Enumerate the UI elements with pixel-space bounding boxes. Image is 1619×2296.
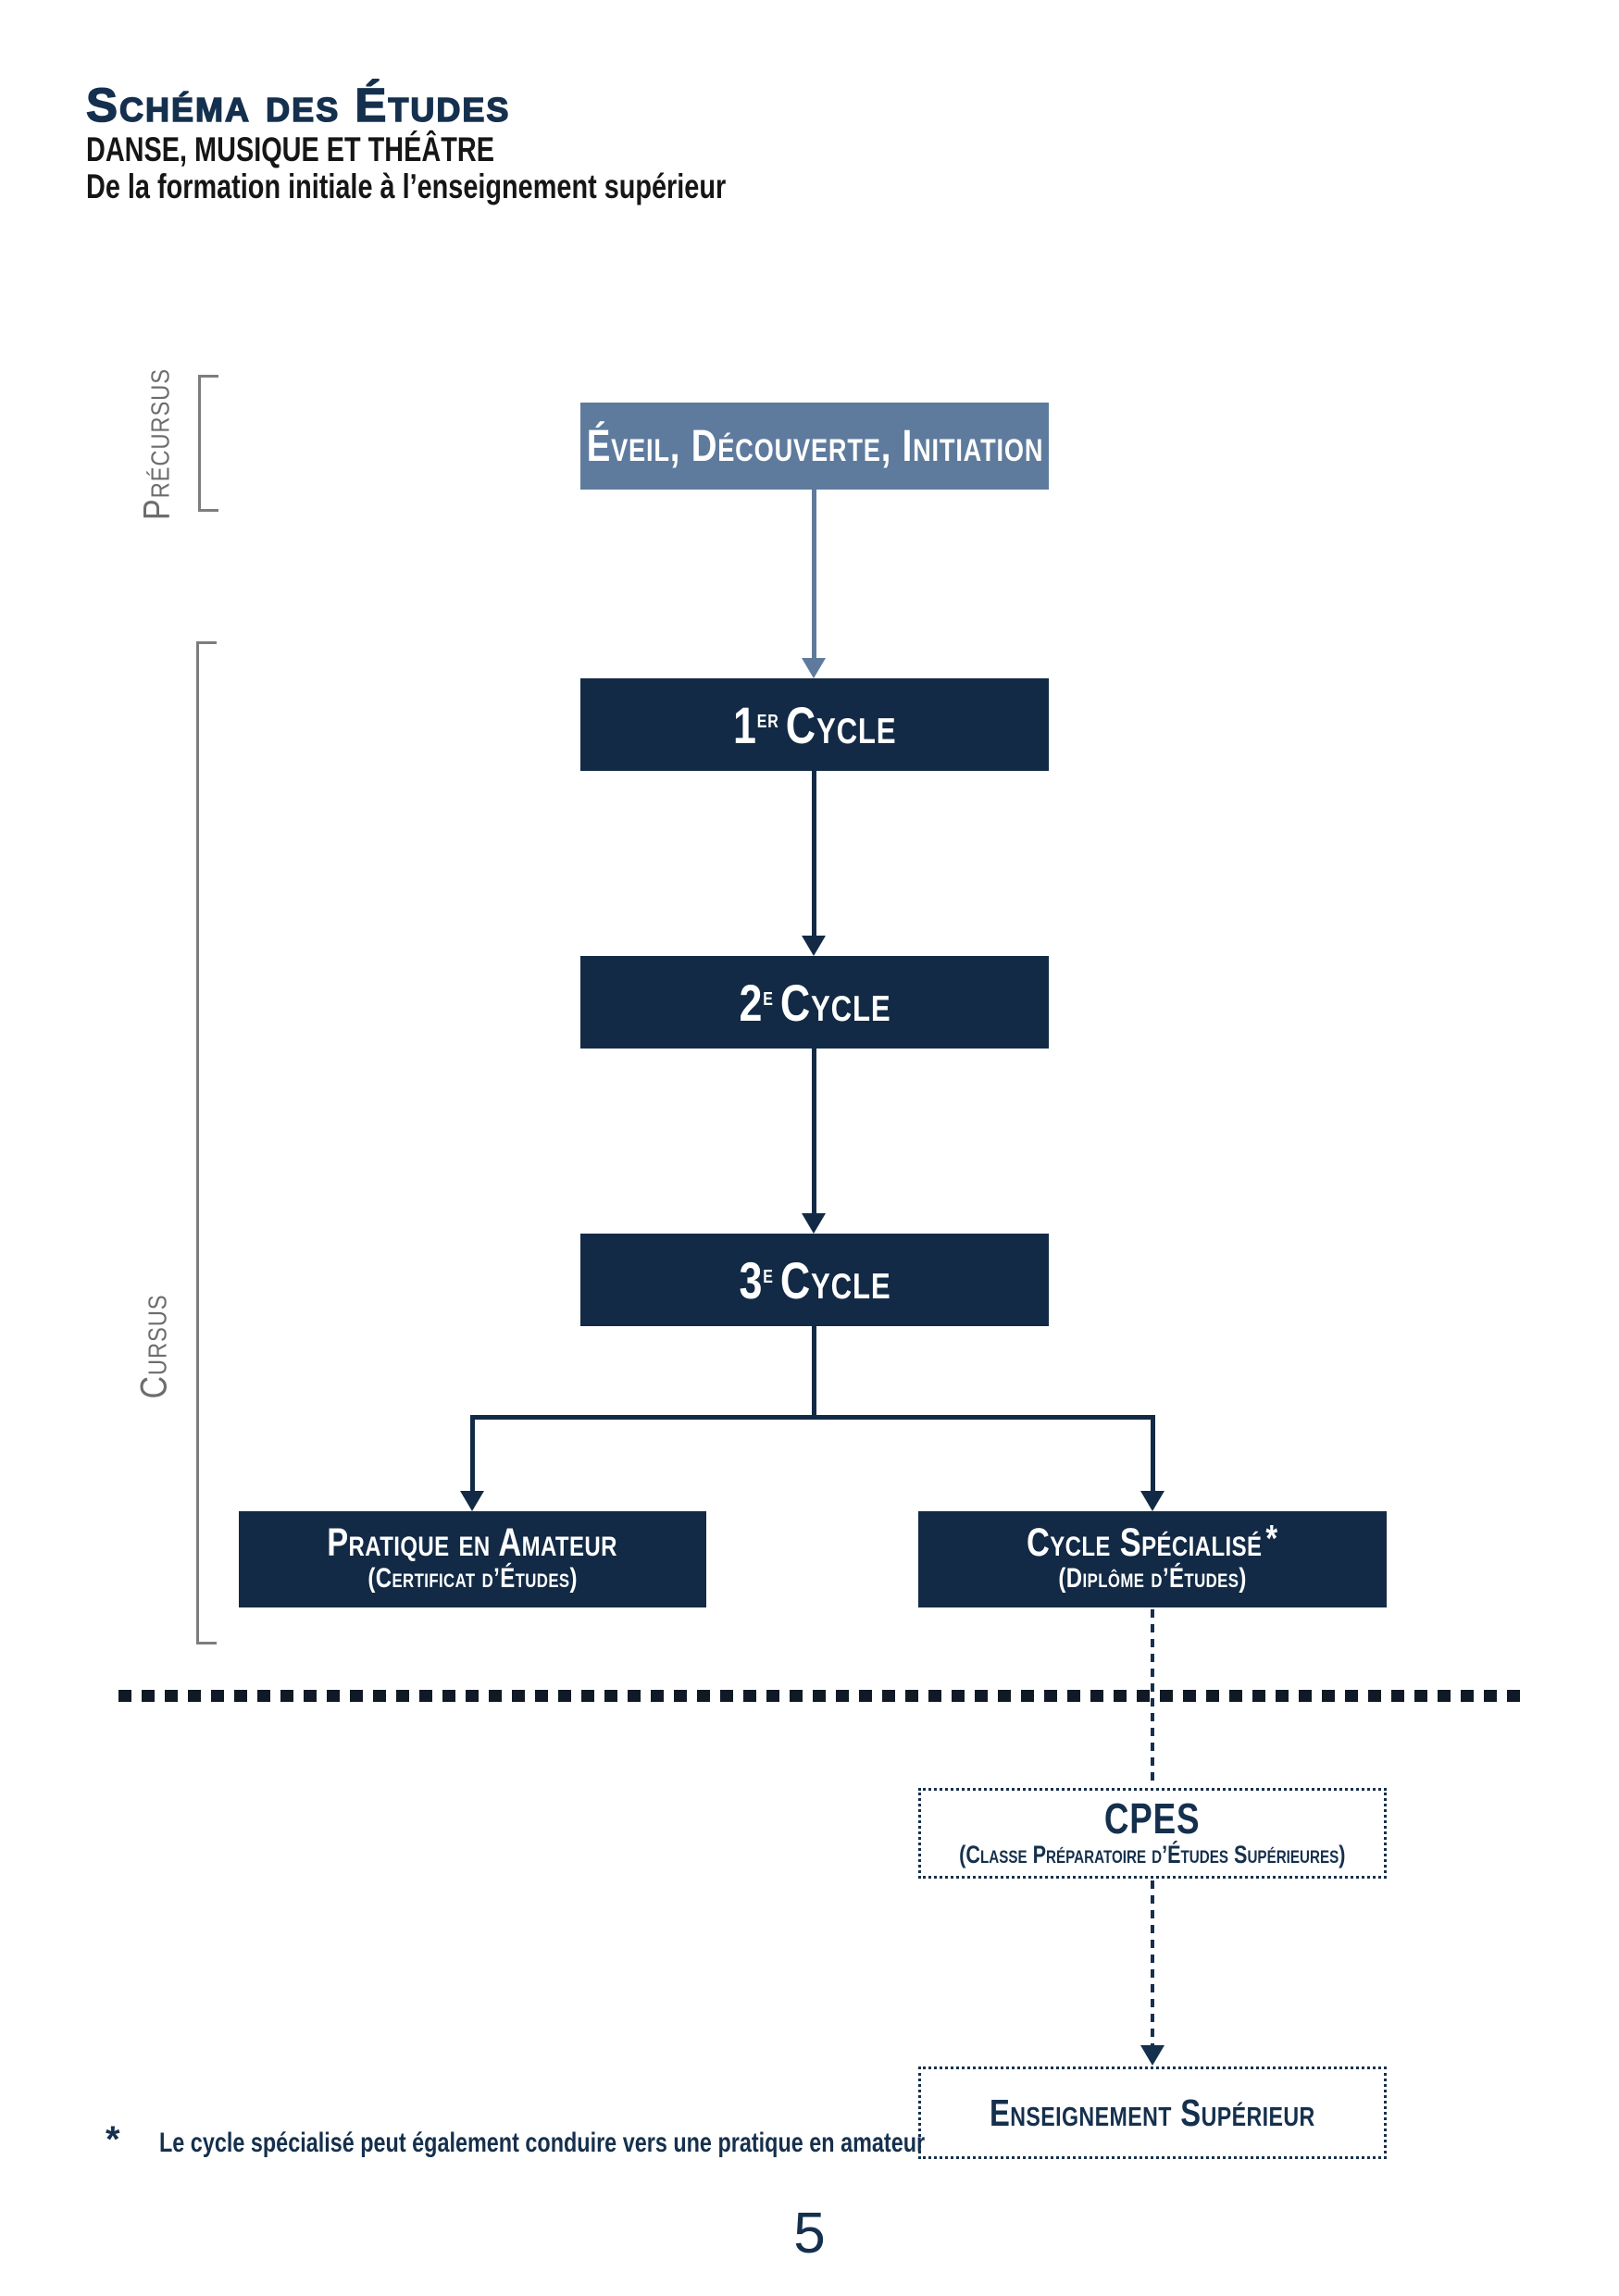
node-cpes: CPES (Classe Préparatoire d’Études Supér… <box>918 1788 1387 1879</box>
node-enseignement-superieur-title: Enseignement Supérieur <box>990 2091 1315 2134</box>
connector-cpes-superieur-arrowhead-icon <box>1140 2045 1164 2066</box>
connector-eveil-cycle1-shaft <box>812 488 816 660</box>
subtitle-line-2: De la formation initiale à l’enseignemen… <box>86 167 727 205</box>
precursus-bracket <box>198 375 218 512</box>
cycle-1-ordinal: er <box>756 704 779 735</box>
connector-cycle1-cycle2-arrowhead-icon <box>802 936 826 956</box>
node-pratique-amateur-subtitle: (Certificat d’Études) <box>367 1563 578 1595</box>
cycle-3-word: Cycle <box>779 1250 890 1309</box>
node-enseignement-superieur: Enseignement Supérieur <box>918 2066 1387 2159</box>
node-cycle-specialise: Cycle Spécialisé* (Diplôme d’Études) <box>918 1511 1387 1607</box>
node-cycle-specialise-title: Cycle Spécialisé <box>1027 1520 1263 1566</box>
cursus-bracket <box>196 641 217 1644</box>
cycle-1-word: Cycle <box>785 695 897 754</box>
connector-eveil-cycle1-arrowhead-icon <box>802 658 826 678</box>
node-cycle-specialise-asterisk: * <box>1265 1517 1278 1560</box>
section-separator <box>118 1690 1520 1702</box>
precursus-label: Précursus <box>136 368 178 520</box>
page-title: Schéma des Études <box>85 78 511 132</box>
connector-cycle2-cycle3-shaft <box>812 1049 816 1214</box>
node-pratique-amateur-title: Pratique en Amateur <box>327 1520 618 1566</box>
branch-right-drop <box>1151 1415 1155 1493</box>
footnote-marker: * <box>106 2119 120 2160</box>
subtitle-line-1: DANSE, MUSIQUE ET THÉÂTRE <box>86 130 494 168</box>
node-cycle-specialise-subtitle: (Diplôme d’Études) <box>1058 1563 1247 1595</box>
connector-cycle2-cycle3-arrowhead-icon <box>802 1213 826 1234</box>
cycle-2-num: 2 <box>739 973 763 1032</box>
branch-bar <box>470 1415 1155 1420</box>
cycle-3-num: 3 <box>739 1250 763 1309</box>
node-cpes-subtitle: (Classe Préparatoire d’Études Supérieure… <box>959 1840 1346 1868</box>
connector-cpes-superieur-dotted-shaft <box>1151 1880 1154 2047</box>
branch-left-arrowhead-icon <box>460 1491 484 1511</box>
connector-cycle1-cycle2-shaft <box>812 771 816 937</box>
page-number: 5 <box>793 2202 826 2265</box>
branch-right-arrowhead-icon <box>1140 1491 1164 1511</box>
branch-left-drop <box>470 1415 475 1493</box>
node-cpes-title: CPES <box>1104 1793 1201 1843</box>
page-subtitle: DANSE, MUSIQUE ET THÉÂTRE De la formatio… <box>86 131 726 205</box>
node-eveil-label: Éveil, Découverte, Initiation <box>586 421 1043 471</box>
node-cycle-specialise-title-row: Cycle Spécialisé* <box>1027 1520 1278 1566</box>
node-eveil: Éveil, Découverte, Initiation <box>580 403 1049 490</box>
cycle-3-ordinal: e <box>762 1260 774 1290</box>
branch-stem <box>812 1326 816 1419</box>
cycle-2-word: Cycle <box>779 973 890 1032</box>
cycle-2-ordinal: e <box>762 982 774 1012</box>
cursus-label: Cursus <box>133 1294 175 1399</box>
node-pratique-amateur: Pratique en Amateur (Certificat d’Études… <box>239 1511 706 1607</box>
connector-specialise-cpes-dotted-shaft <box>1151 1609 1154 1786</box>
footnote-text: Le cycle spécialisé peut également condu… <box>159 2128 926 2158</box>
cycle-1-num: 1 <box>732 695 757 754</box>
